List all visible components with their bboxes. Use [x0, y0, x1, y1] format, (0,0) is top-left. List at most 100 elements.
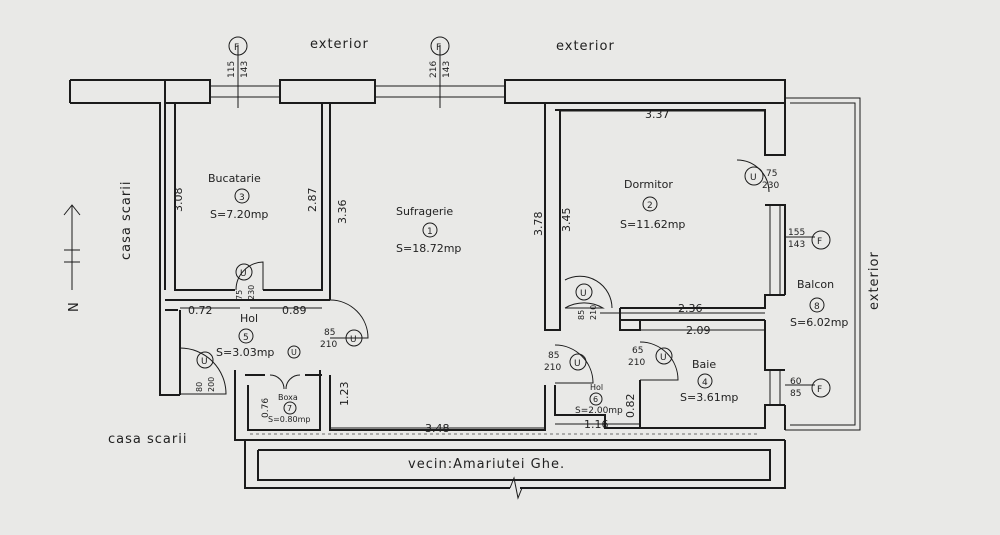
- window-marker-circle: [811, 230, 831, 250]
- window-marker-symbol: F: [234, 43, 239, 53]
- room-area: S=2.00mp: [575, 406, 623, 416]
- room-baie: Baie 4 S=3.61mp: [680, 358, 738, 404]
- window-dim-top: 155: [788, 228, 805, 238]
- dim-label: 2.36: [678, 302, 703, 315]
- window-marker-circle: [811, 378, 831, 398]
- room-number: 8: [814, 302, 820, 312]
- window-marker-circle: [228, 36, 248, 56]
- door-marker-symbol: U: [574, 359, 581, 369]
- door-marker-circle: [287, 345, 301, 359]
- door-dim-bottom: 210: [628, 358, 645, 368]
- room-name: Sufragerie: [396, 205, 453, 218]
- door-dim-bottom: 200: [207, 377, 216, 392]
- dimension-lines: [180, 45, 815, 429]
- door-marker-symbol: U: [291, 348, 297, 357]
- room-name: Bucatarie: [208, 172, 261, 185]
- door-marker-circle: [575, 283, 593, 301]
- room-number: 2: [647, 201, 653, 211]
- window-dim-top: 115: [227, 61, 237, 78]
- window-dim-bottom: 143: [240, 61, 250, 78]
- door-dim-top: 65: [632, 346, 643, 356]
- room-number: 3: [239, 193, 245, 203]
- room-sufragerie: Sufragerie 1 S=18.72mp: [396, 205, 461, 255]
- room-area: S=11.62mp: [620, 218, 685, 231]
- dim-label: 2.87: [306, 188, 319, 213]
- dim-label: 3.78: [532, 212, 545, 237]
- door-dim-top: 85: [577, 310, 586, 320]
- room-area: S=6.02mp: [790, 316, 848, 329]
- exterior-label-right: exterior: [867, 251, 882, 310]
- door-dim-bottom: 210: [589, 305, 598, 320]
- window-marker-symbol: F: [436, 43, 441, 53]
- door-marker-symbol: U: [240, 269, 247, 279]
- door-marker-circle: [235, 263, 253, 281]
- room-number-circle: [283, 401, 297, 415]
- opening-markers: F 115 143 F 216 143 155 143 F 60 85 F U …: [195, 36, 831, 399]
- casa-scarii-label-bottom: casa scarii: [108, 432, 187, 447]
- dim-label: 3.08: [172, 188, 185, 213]
- room-number-circle: [238, 328, 254, 344]
- room-bucatarie: Bucatarie 3 S=7.20mp: [208, 172, 268, 221]
- window-dim-bottom: 143: [788, 240, 805, 250]
- dim-label: 3.45: [560, 208, 573, 233]
- window-marker-symbol: F: [817, 385, 822, 395]
- room-area: S=7.20mp: [210, 208, 268, 221]
- door-dim-top: 85: [324, 328, 335, 338]
- vecin-label: vecin:Amariutei Ghe.: [408, 457, 565, 472]
- room-number-circle: [234, 188, 250, 204]
- room-name: Boxa: [278, 393, 298, 402]
- door-marker-symbol: U: [580, 289, 587, 299]
- room-area: S=0.80mp: [268, 415, 310, 424]
- dim-label: 2.09: [686, 324, 711, 337]
- dim-label: 0.72: [188, 304, 213, 317]
- door-dim-top: 80: [195, 382, 204, 392]
- casa-scarii-label-left: casa scarii: [119, 181, 134, 260]
- exterior-label-top-right: exterior: [556, 39, 615, 54]
- window-dim-top: 216: [429, 61, 439, 78]
- room-area: S=3.61mp: [680, 391, 738, 404]
- room-number: 1: [427, 227, 433, 237]
- door-marker-circle: [655, 347, 673, 365]
- door-dim-bottom: 210: [320, 340, 337, 350]
- window-marker-circle: [430, 36, 450, 56]
- dim-label: 3.37: [645, 108, 670, 121]
- room-hol-6: Hol 6 S=2.00mp: [575, 383, 623, 416]
- room-name: Dormitor: [624, 178, 673, 191]
- room-number: 7: [287, 404, 292, 413]
- room-area: S=18.72mp: [396, 242, 461, 255]
- dim-label: 0.82: [624, 394, 637, 419]
- door-marker-symbol: U: [750, 173, 757, 183]
- window-dim-top: 60: [790, 377, 802, 387]
- door-marker-symbol: U: [350, 335, 357, 345]
- door-marker-circle: [569, 353, 587, 371]
- room-number-circle: [642, 196, 658, 212]
- window-dim-bottom: 143: [442, 61, 452, 78]
- room-name: Hol: [240, 312, 258, 325]
- door-dim-top: 85: [548, 351, 559, 361]
- dim-label: 1.16: [584, 418, 609, 431]
- dimension-labels: 3.37 3.08 2.87 3.36 3.78 3.45 0.72 0.89 …: [172, 108, 711, 435]
- door-dim-top: 75: [766, 169, 777, 179]
- room-balcon: Balcon 8 S=6.02mp: [790, 278, 848, 329]
- room-number: 4: [702, 378, 708, 388]
- room-number: 5: [243, 333, 249, 343]
- room-number: 6: [593, 395, 598, 404]
- room-name: Baie: [692, 358, 716, 371]
- room-name: Balcon: [797, 278, 834, 291]
- room-area: S=3.03mp: [216, 346, 274, 359]
- dim-label: 1.23: [338, 382, 351, 407]
- exterior-label-top-left: exterior: [310, 37, 369, 52]
- door-marker-circle: [744, 166, 764, 186]
- north-arrow: N: [63, 204, 82, 312]
- room-name: Hol: [590, 383, 603, 392]
- door-dim-bottom: 210: [544, 363, 561, 373]
- window-dim-bottom: 85: [790, 389, 801, 399]
- room-number-circle: [589, 392, 603, 406]
- door-dim-top: 75: [235, 290, 244, 300]
- door-marker-symbol: U: [201, 357, 208, 367]
- room-boxa: Boxa 7 S=0.80mp: [268, 393, 310, 424]
- room-number-circle: [809, 297, 825, 313]
- room-number-circle: [422, 222, 438, 238]
- door-dim-bottom: 230: [762, 181, 779, 191]
